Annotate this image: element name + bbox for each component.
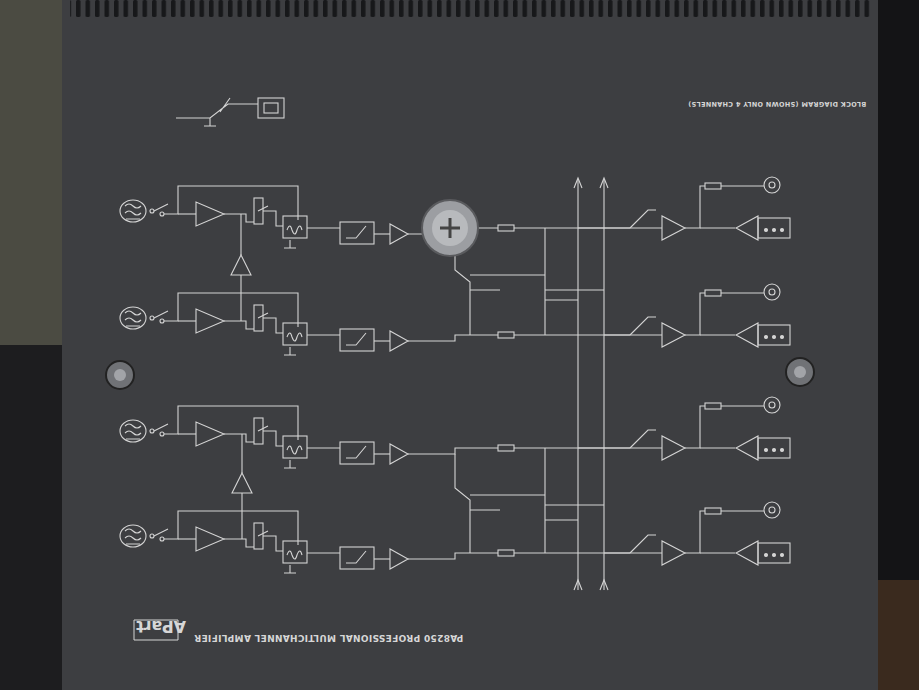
model-title: PA8250 PROFESSIONAL MULTICHANNEL AMPLIFI… (194, 633, 463, 643)
brand-logo-holder: APart (136, 617, 186, 636)
diagram-note-holder: BLOCK DIAGRAM (SHOWN ONLY 4 CHANNELS) (688, 92, 866, 110)
model-title-holder: PA8250 PROFESSIONAL MULTICHANNEL AMPLIFI… (194, 627, 463, 645)
brand-logo: APart (136, 617, 186, 636)
diagram-note: BLOCK DIAGRAM (SHOWN ONLY 4 CHANNELS) (688, 100, 866, 108)
